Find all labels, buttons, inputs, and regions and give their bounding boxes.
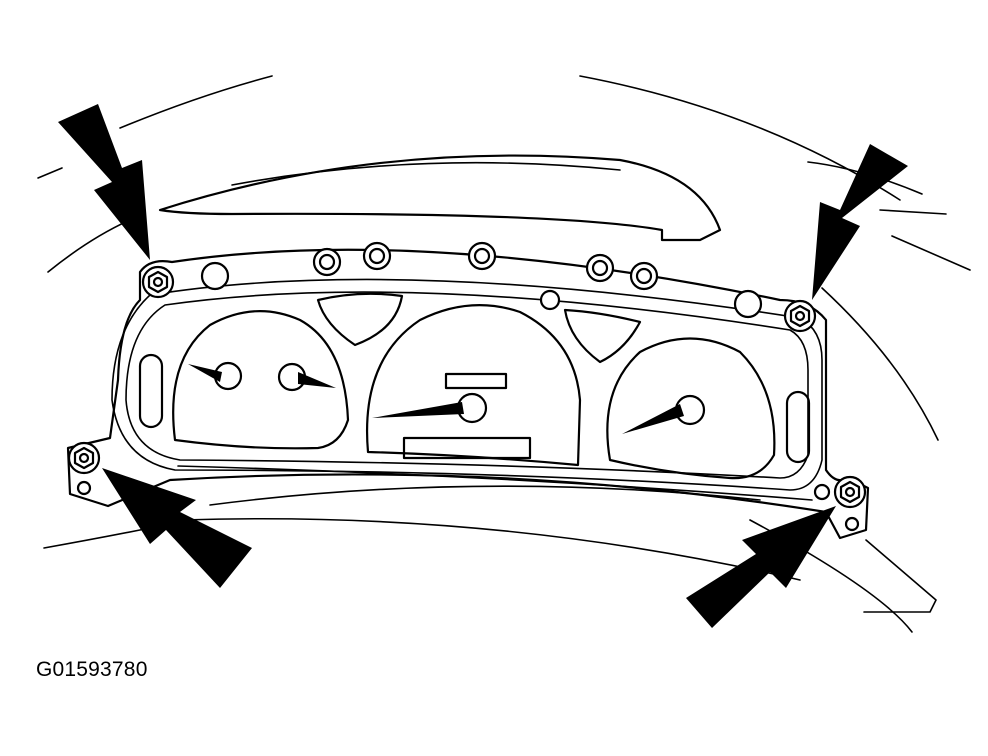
screw-bottom-right <box>813 475 867 532</box>
arrow-bottom-right <box>686 506 836 628</box>
arrow-top-right <box>812 144 908 300</box>
screw-top-right <box>783 299 817 333</box>
right-gauge <box>606 337 776 480</box>
arrow-bottom-left <box>102 468 252 588</box>
left-gauge <box>172 310 350 450</box>
screw-top-left <box>141 265 175 299</box>
dashboard-contours <box>37 75 971 633</box>
screw-bottom-left <box>67 441 101 496</box>
top-pegs <box>200 241 763 319</box>
center-speedometer <box>366 304 582 467</box>
indicator-windows <box>316 292 642 364</box>
figure-id-label: G01593780 <box>36 658 148 681</box>
arrow-top-left <box>58 104 150 260</box>
dash-shroud <box>158 154 722 242</box>
side-slots <box>138 353 811 464</box>
